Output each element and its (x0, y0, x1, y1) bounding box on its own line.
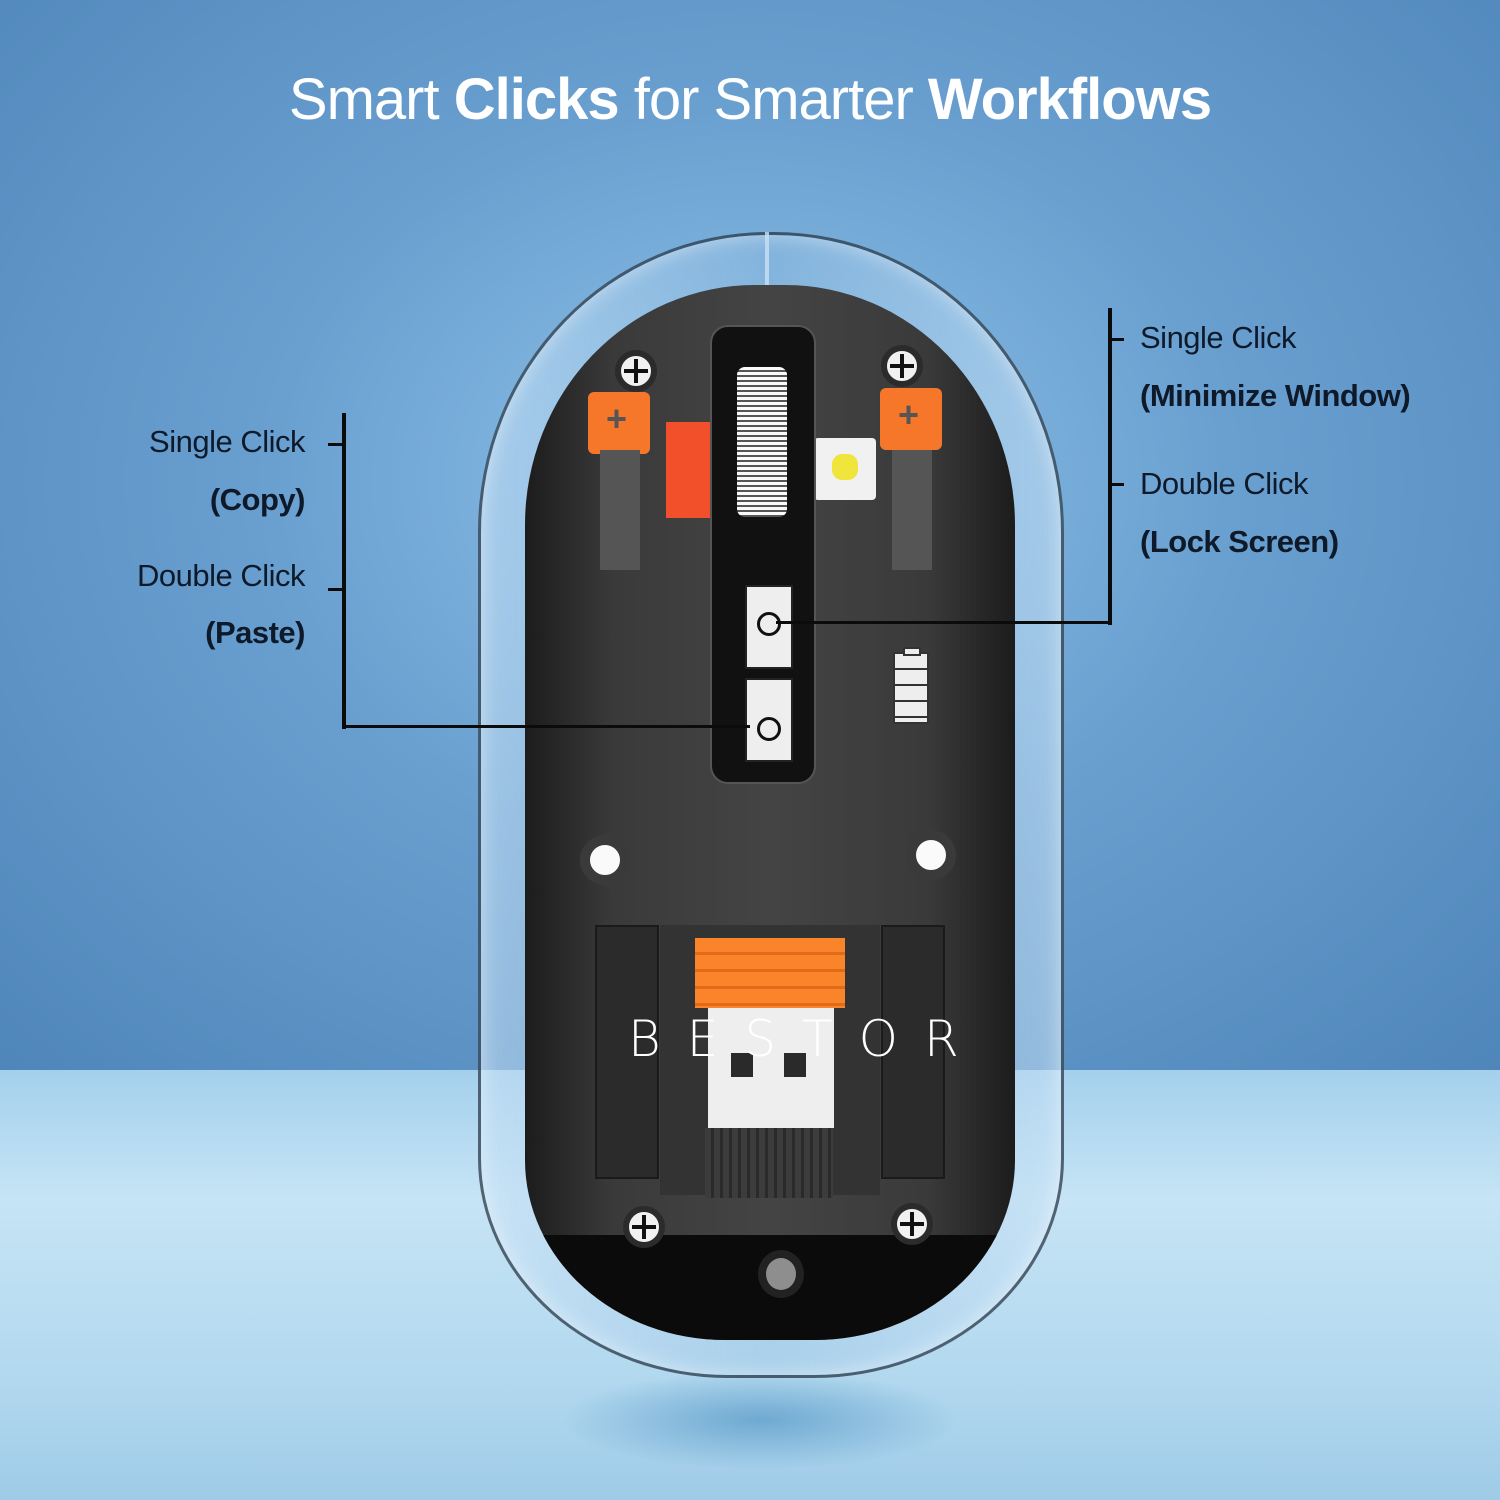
button-ring-icon (757, 612, 781, 636)
right-callout-line (1108, 308, 1112, 625)
headline-part-4: Workflows (927, 67, 1212, 132)
brand-watermark: BESTOR (628, 1010, 985, 1068)
battery-indicator-icon (893, 647, 929, 724)
left-double-click-action: (Paste) (205, 615, 305, 650)
headline-part-1: Smart (288, 67, 454, 132)
mouse-shadow (560, 1370, 960, 1470)
copy-paste-button (745, 678, 793, 762)
right-callout-pointer (776, 621, 1110, 624)
right-lever (892, 450, 932, 570)
screw-icon (881, 345, 923, 387)
right-callout-tick (1110, 338, 1124, 341)
battery-rail-right (881, 925, 945, 1179)
left-switch-tab (588, 392, 650, 454)
left-callout-pointer (342, 725, 750, 728)
right-double-click-action: (Lock Screen) (1140, 524, 1339, 559)
screw-icon (623, 1206, 665, 1248)
usb-receiver-slot (705, 1128, 833, 1198)
right-single-click-label: Single Click (1140, 320, 1296, 355)
usb-receiver-plug (708, 1008, 834, 1128)
mounting-post-right (906, 830, 956, 880)
battery-rail-left (595, 925, 659, 1179)
screw-icon (891, 1203, 933, 1245)
left-callout-tick (328, 443, 344, 446)
usb-contact (784, 1053, 806, 1077)
right-callout-tick (1110, 483, 1124, 486)
red-switch-block (666, 422, 716, 518)
right-single-click-action: (Minimize Window) (1140, 378, 1411, 413)
right-switch-tab (880, 388, 942, 450)
button-ring-icon (757, 717, 781, 741)
headline-part-3: for Smarter (618, 67, 928, 132)
headline-part-2: Clicks (453, 67, 620, 132)
usb-contact (731, 1053, 753, 1077)
headline: Smart Clicks for Smarter Workflows (0, 66, 1500, 133)
usb-receiver-cap (695, 938, 845, 1008)
right-double-click-label: Double Click (1140, 466, 1309, 501)
left-callout-tick (328, 588, 344, 591)
mouse-foot (758, 1250, 804, 1298)
screw-icon (615, 350, 657, 392)
left-double-click-label: Double Click (136, 558, 306, 593)
left-single-click-action: (Copy) (209, 482, 306, 517)
led-indicator-icon (814, 438, 876, 500)
minimize-lock-button (745, 585, 793, 669)
left-callout-line (342, 413, 346, 729)
left-lever (600, 450, 640, 570)
left-single-click-label: Single Click (149, 424, 305, 459)
mounting-post-left (580, 835, 630, 885)
scroll-wheel (737, 367, 787, 517)
